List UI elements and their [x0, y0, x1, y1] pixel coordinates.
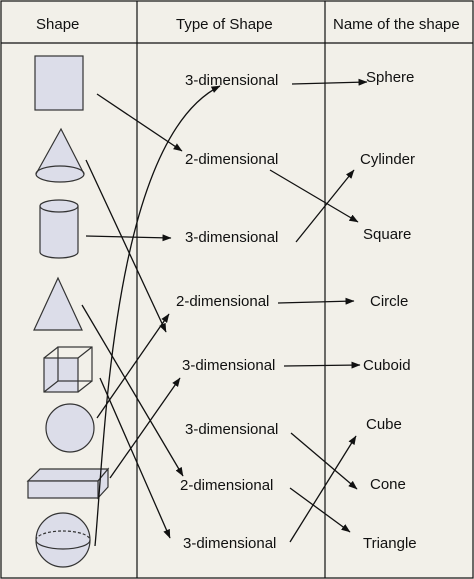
arrow-type5-to-cuboid — [283, 361, 361, 369]
arrow-cuboid-to-type — [109, 377, 181, 479]
arrow-sphere-to-type — [94, 85, 221, 547]
name-label: Triangle — [363, 535, 417, 552]
name-label: Cone — [370, 476, 406, 493]
arrow-cone-to-type — [85, 159, 167, 333]
type-label: 3-dimensional — [185, 72, 279, 89]
arrow-type7-to-triangle — [289, 487, 351, 533]
arrow-cube-to-type — [99, 377, 171, 539]
cone-shape — [35, 127, 85, 183]
type-label: 3-dimensional — [183, 535, 277, 552]
name-label: Square — [363, 226, 412, 243]
header-shape: Shape — [36, 16, 80, 33]
arrow-type6-to-cone — [290, 432, 358, 490]
header-type-of-shape: Type of Shape — [176, 16, 273, 33]
arrow-cylinder-to-type — [85, 234, 172, 242]
type-label: 2-dimensional — [180, 477, 274, 494]
arrow-type1-to-sphere — [291, 78, 368, 86]
type-label: 2-dimensional — [185, 151, 279, 168]
arrow-square-to-type — [96, 93, 183, 152]
type-label: 3-dimensional — [185, 229, 279, 246]
cube-shape — [43, 346, 93, 393]
arrow-triangle-to-type — [81, 304, 184, 477]
type-label: 3-dimensional — [182, 357, 276, 374]
type-label: 2-dimensional — [176, 293, 270, 310]
arrow-type8-to-cube — [289, 435, 357, 543]
circle-shape — [45, 403, 95, 453]
name-label: Cuboid — [363, 357, 411, 374]
cuboid-shape — [26, 467, 110, 500]
name-label: Circle — [370, 293, 409, 310]
name-label: Cube — [366, 416, 402, 433]
arrow-circle-to-type — [96, 313, 170, 419]
triangle-shape — [33, 276, 83, 331]
type-label: 3-dimensional — [185, 421, 279, 438]
name-label: Cylinder — [360, 151, 416, 168]
header-name-of-shape: Name of the shape — [333, 16, 460, 33]
cylinder-shape — [39, 199, 79, 259]
square-shape — [34, 55, 84, 111]
arrow-type3-to-cylinder — [295, 169, 355, 243]
name-label: Sphere — [366, 69, 415, 86]
sphere-shape — [35, 512, 91, 568]
arrow-type4-to-circle — [277, 297, 355, 305]
arrow-type2-to-square — [269, 169, 359, 223]
